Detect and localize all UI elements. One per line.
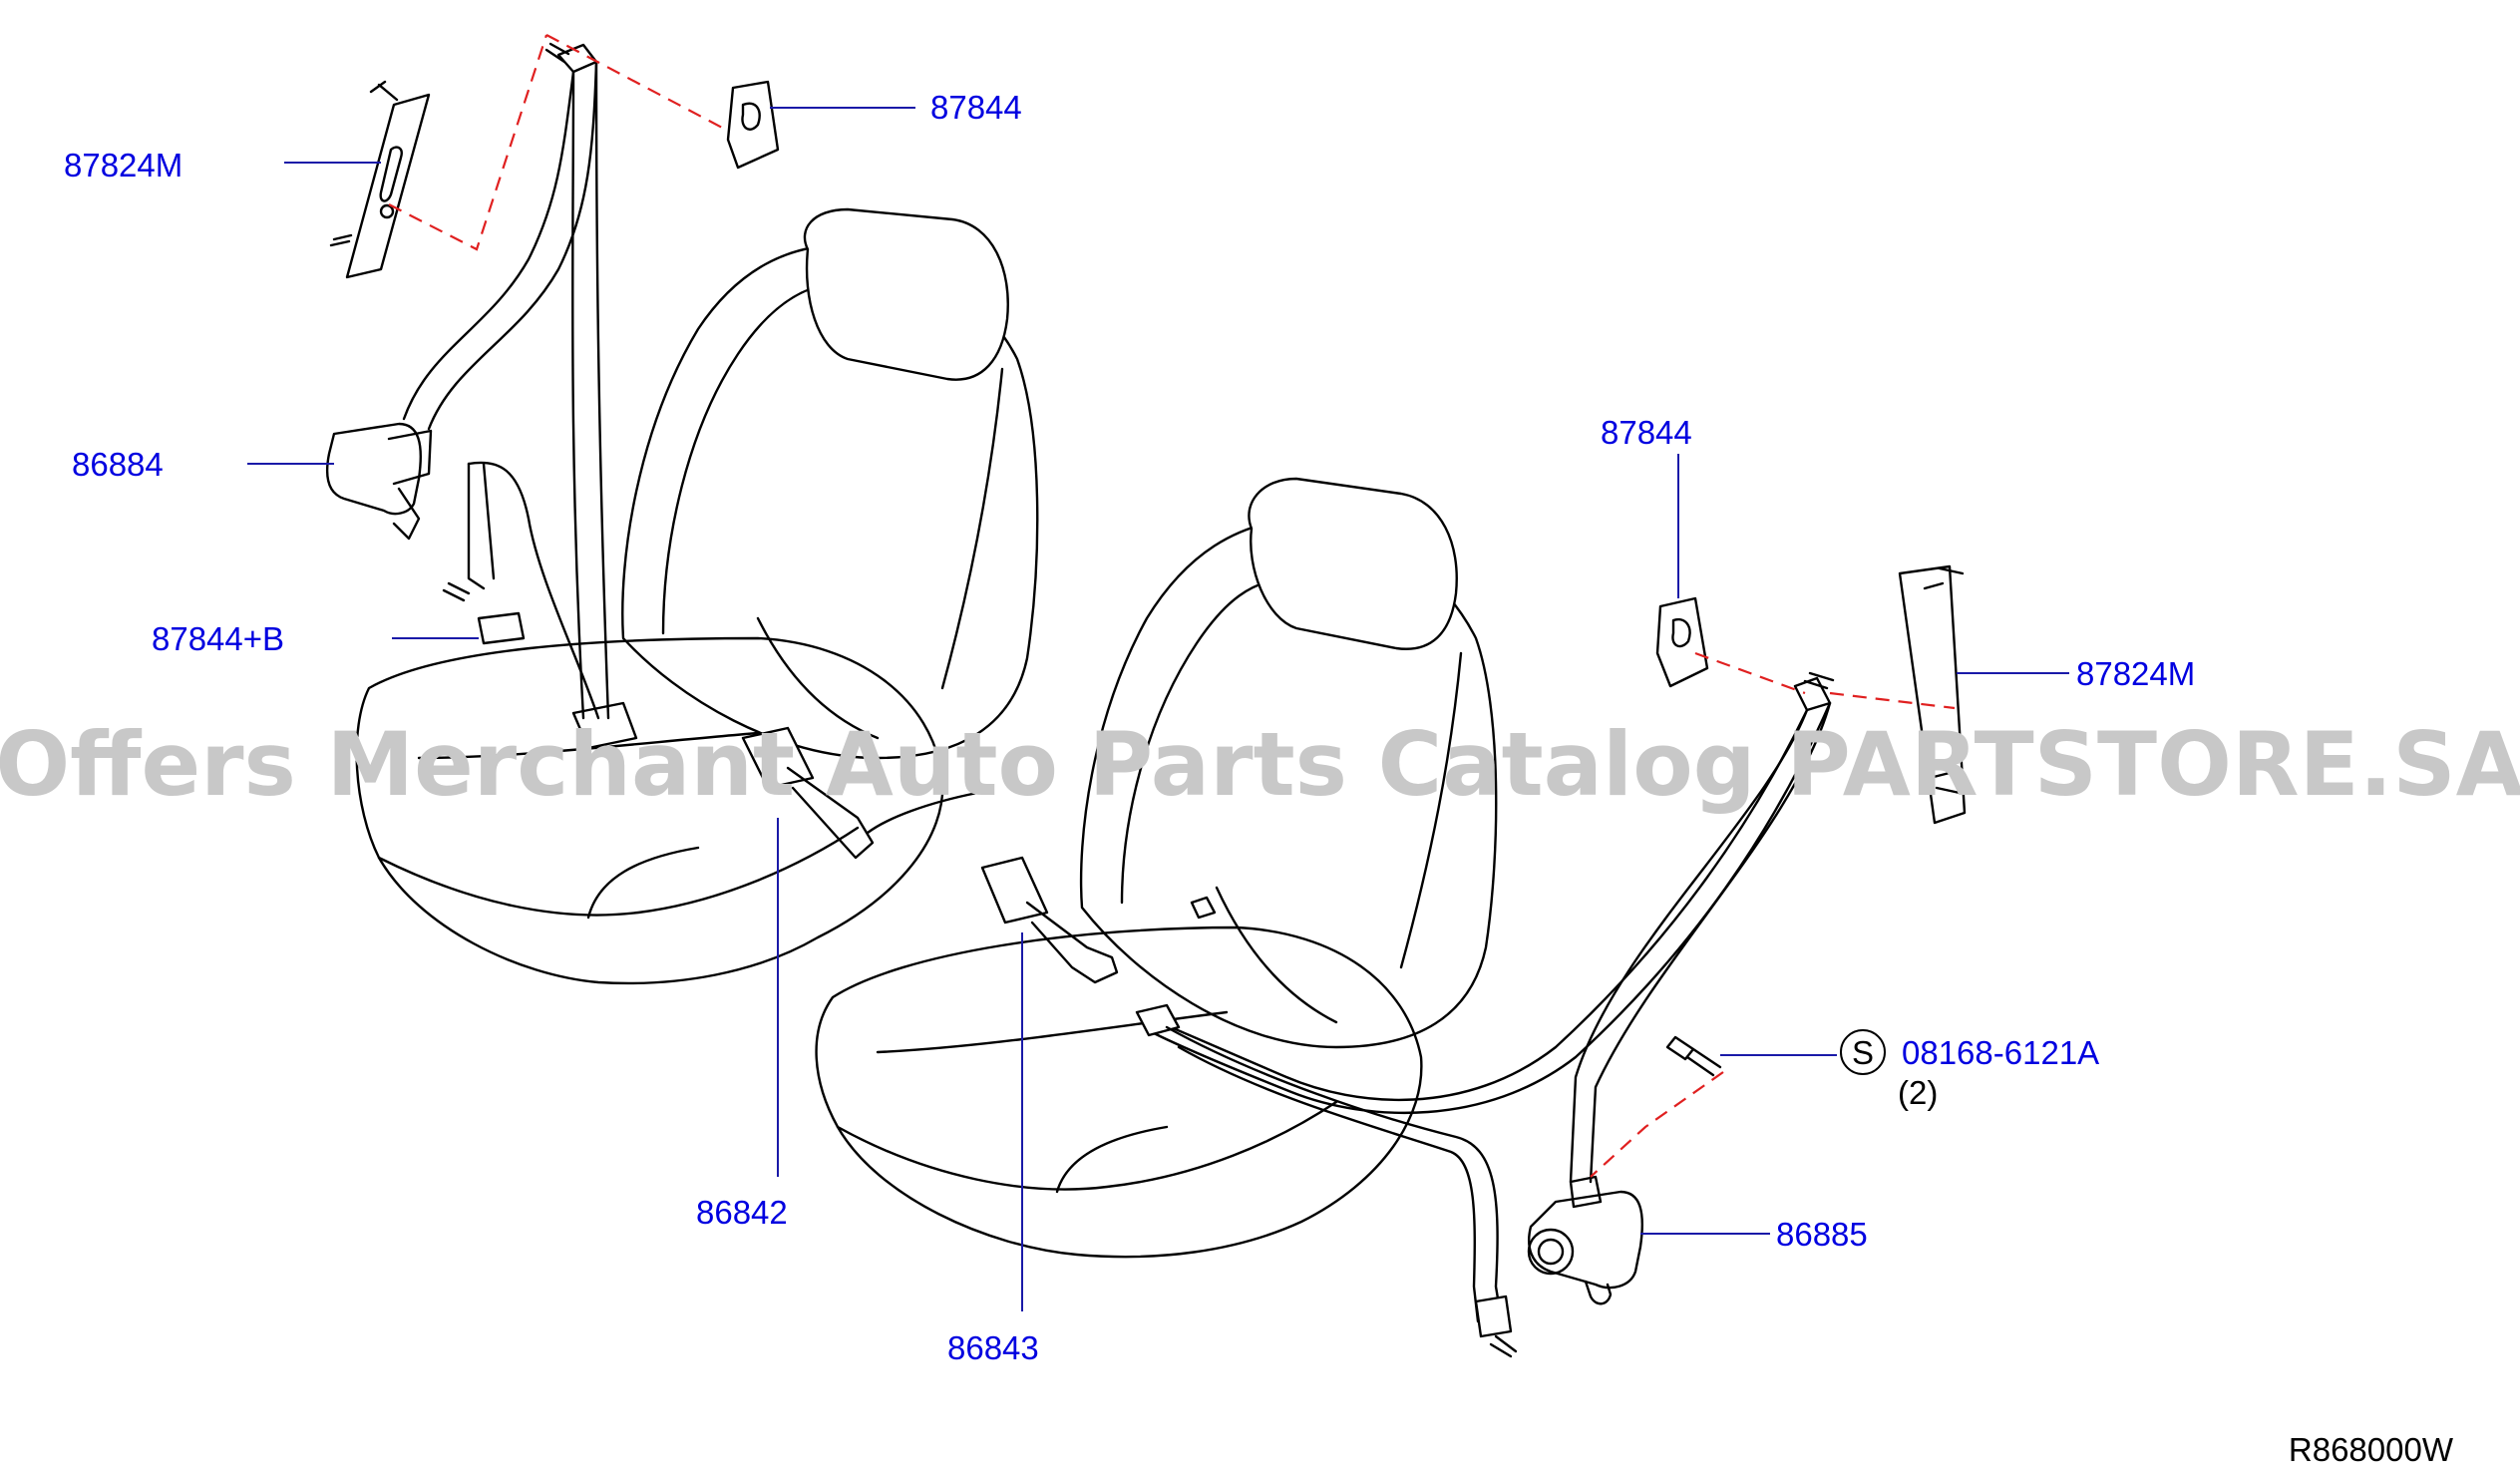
part-label-08168-6121a[interactable]: 08168-6121A bbox=[1902, 1034, 2099, 1071]
left-belt-assembly bbox=[325, 42, 994, 860]
part-label-86884[interactable]: 86884 bbox=[72, 446, 164, 483]
leader-lines bbox=[247, 107, 2069, 1311]
right-belt-assembly bbox=[980, 564, 1967, 1358]
part-label-87844-right[interactable]: 87844 bbox=[1601, 414, 1692, 451]
part-label-86842[interactable]: 86842 bbox=[696, 1194, 788, 1231]
part-label-87824m-right[interactable]: 87824M bbox=[2076, 655, 2195, 692]
watermark: Offers Merchant Auto Parts Catalog PARTS… bbox=[0, 713, 2520, 816]
part-label-87824m-left[interactable]: 87824M bbox=[64, 147, 182, 184]
assembly-dashed-lines bbox=[388, 34, 1956, 1178]
part-quantity: (2) bbox=[1898, 1074, 1938, 1111]
part-label-86843[interactable]: 86843 bbox=[947, 1329, 1039, 1366]
standard-part-symbol bbox=[1840, 1029, 1886, 1075]
part-label-86885[interactable]: 86885 bbox=[1776, 1216, 1868, 1253]
part-label-87844-top[interactable]: 87844 bbox=[930, 89, 1022, 126]
part-labels: 87824M 87844 86884 87844+B 86842 86843 8… bbox=[64, 89, 2195, 1366]
right-seat bbox=[815, 477, 1498, 1259]
standard-part-symbol-letter: S bbox=[1852, 1034, 1874, 1071]
diagram-code: R868000W bbox=[2289, 1431, 2454, 1468]
left-seat bbox=[355, 207, 1039, 985]
part-label-87844-b[interactable]: 87844+B bbox=[152, 620, 284, 657]
